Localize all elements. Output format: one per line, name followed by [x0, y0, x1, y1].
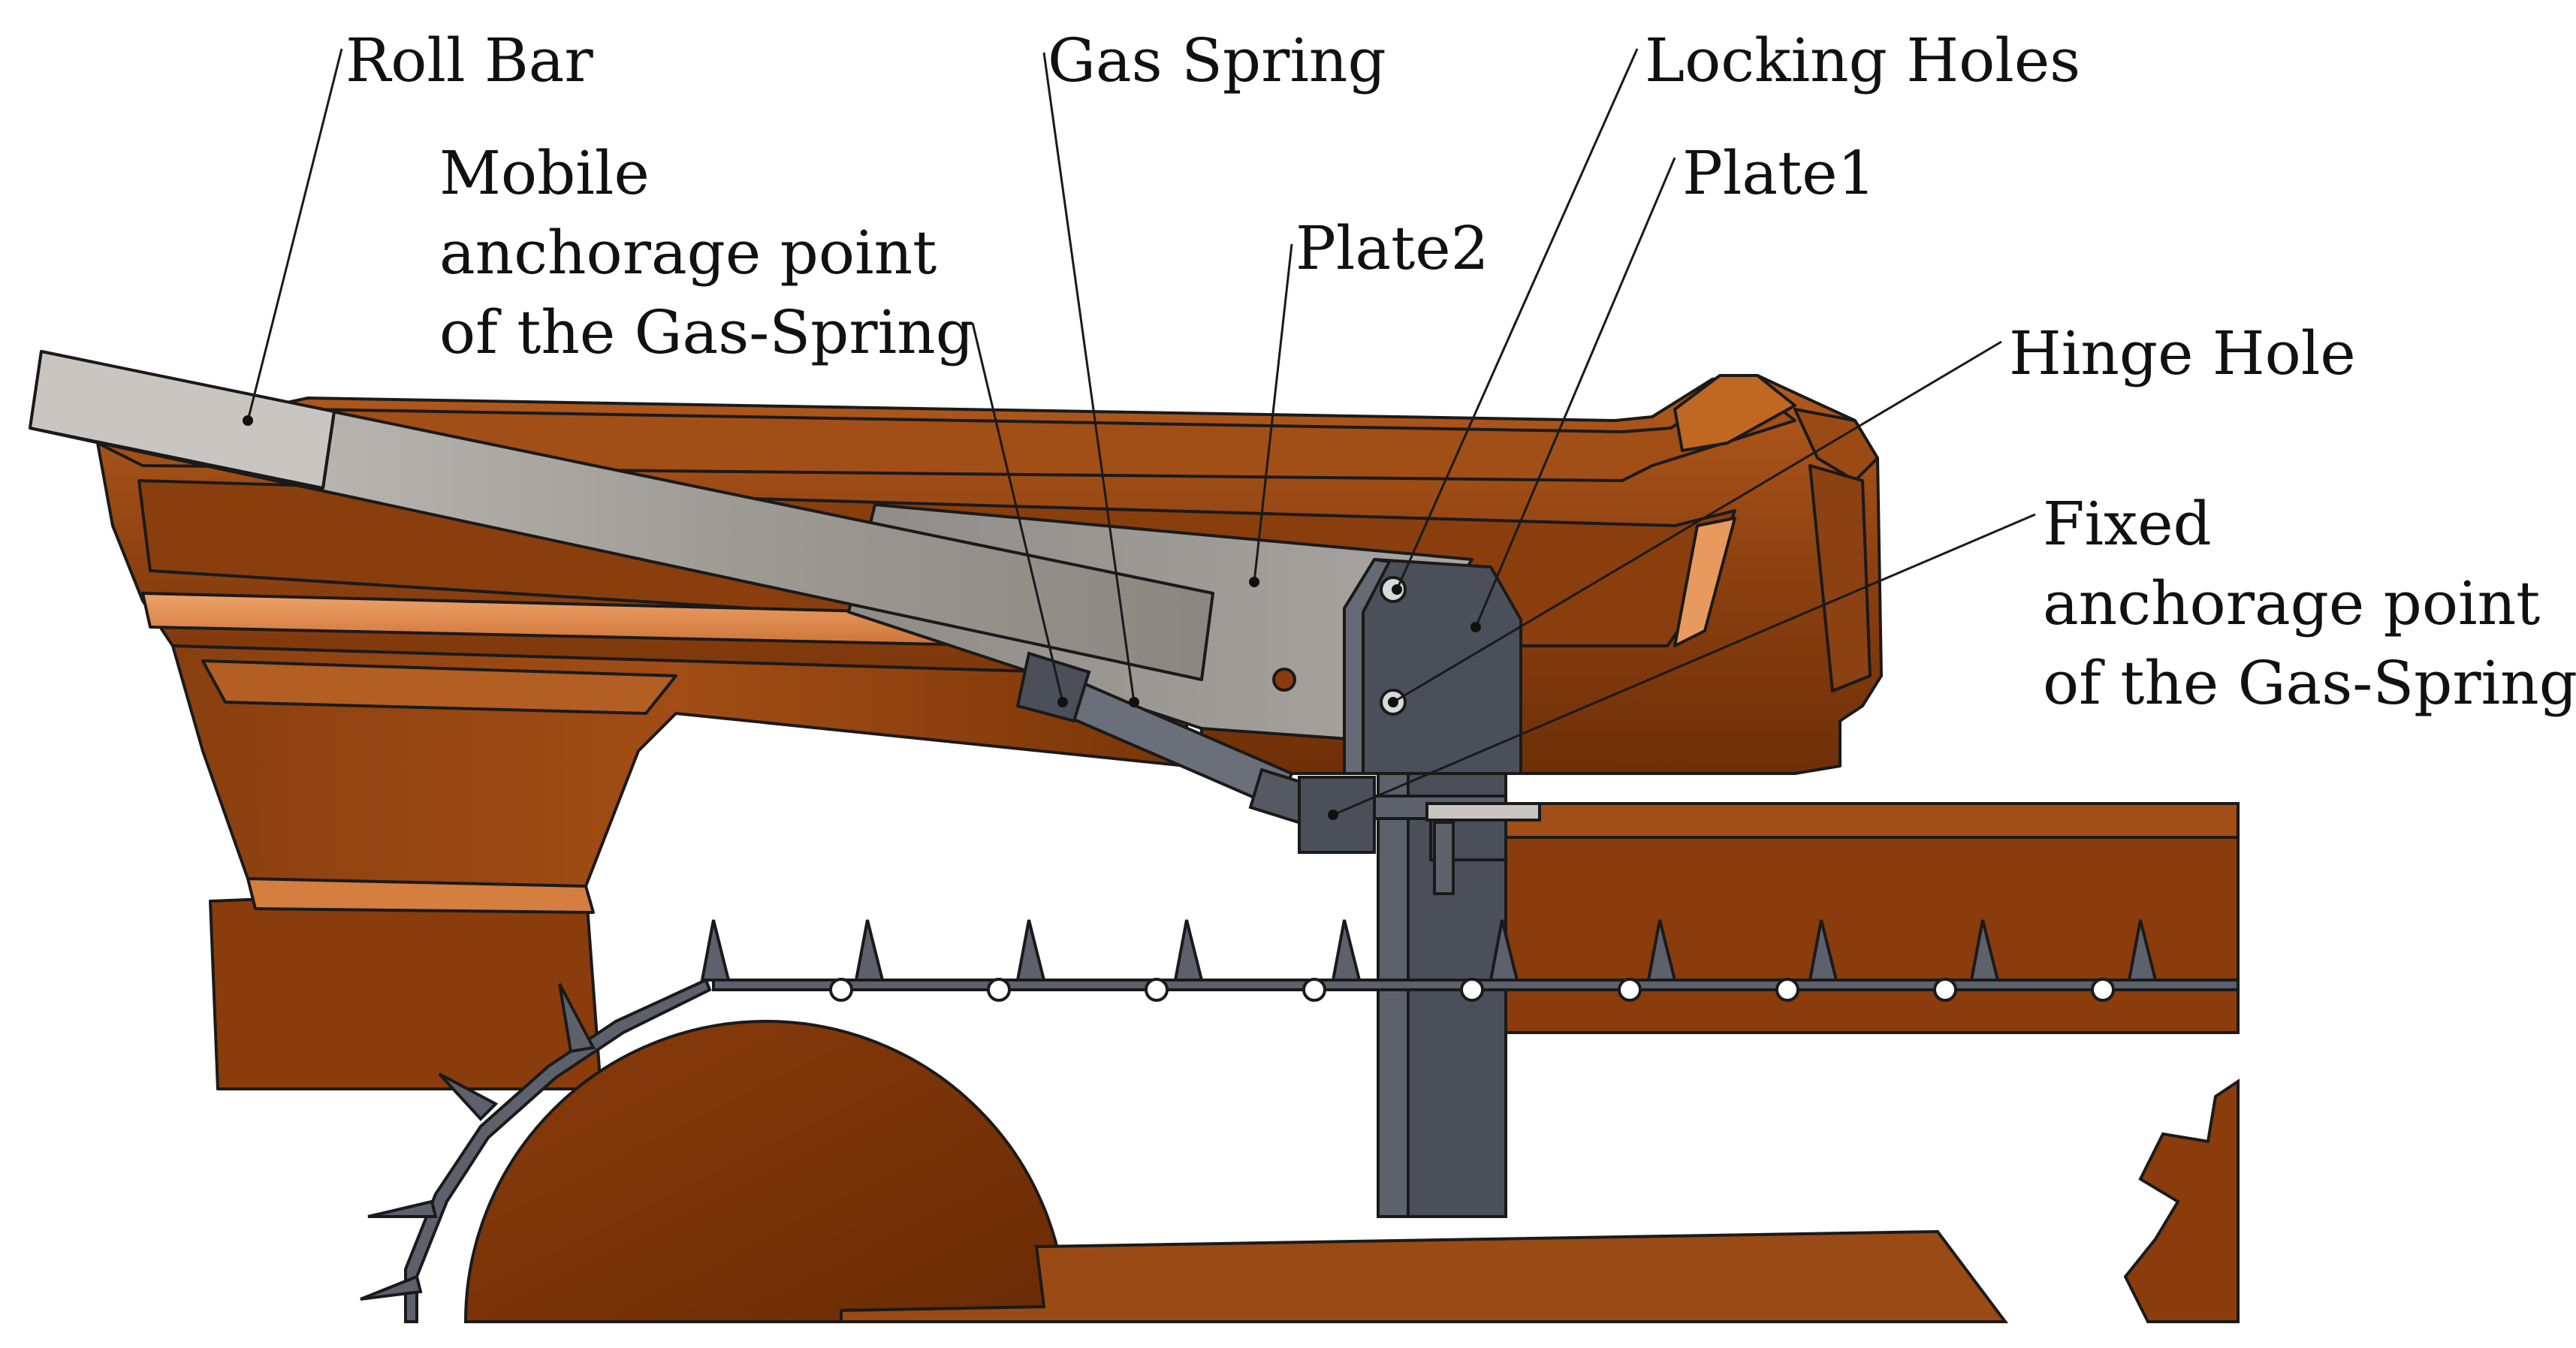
label-plate2: Plate2 [1296, 213, 1489, 283]
track-chain [360, 919, 2240, 1323]
label-fixed-anchor-line1: Fixed [2043, 489, 2212, 559]
plate1 [1343, 558, 1522, 775]
label-mobile-anchor-line3: of the Gas-Spring [439, 297, 974, 367]
leader-plate2 [1253, 243, 1293, 583]
leader-roll-bar [246, 48, 343, 421]
label-fixed-anchor-line2: anchorage point [2043, 568, 2541, 638]
fender [171, 644, 1188, 1090]
label-hinge-hole: Hinge Hole [2009, 318, 2356, 388]
label-roll-bar: Roll Bar [345, 26, 593, 95]
leader-plate1 [1474, 157, 1676, 628]
label-gas-spring: Gas Spring [1048, 26, 1386, 95]
label-mobile-anchor-line2: anchorage point [439, 218, 937, 288]
leader-gas-spring [1042, 52, 1136, 703]
label-mobile-anchor: Mobile anchorage point of the Gas-Spring [439, 134, 974, 372]
label-mobile-anchor-line1: Mobile [439, 138, 650, 208]
leader-fixed-anchor [1332, 513, 2036, 816]
lower-base [840, 1229, 2008, 1323]
deck-platform [1463, 802, 2240, 1034]
gear-segment [2123, 1078, 2240, 1323]
leader-lines [246, 48, 2036, 816]
label-fixed-anchor-line3: of the Gas-Spring [2043, 648, 2576, 718]
leader-locking-holes [1395, 48, 1639, 590]
front-wheel [463, 1020, 1069, 1323]
leader-hinge-hole [1392, 340, 2002, 704]
roll-bar [29, 350, 1214, 681]
label-locking-holes: Locking Holes [1645, 26, 2081, 95]
label-plate1: Plate1 [1682, 138, 1876, 208]
label-fixed-anchor: Fixed anchorage point of the Gas-Spring [2043, 484, 2576, 723]
leader-dots [243, 415, 1481, 820]
leader-mobile-anchor [971, 322, 1064, 703]
